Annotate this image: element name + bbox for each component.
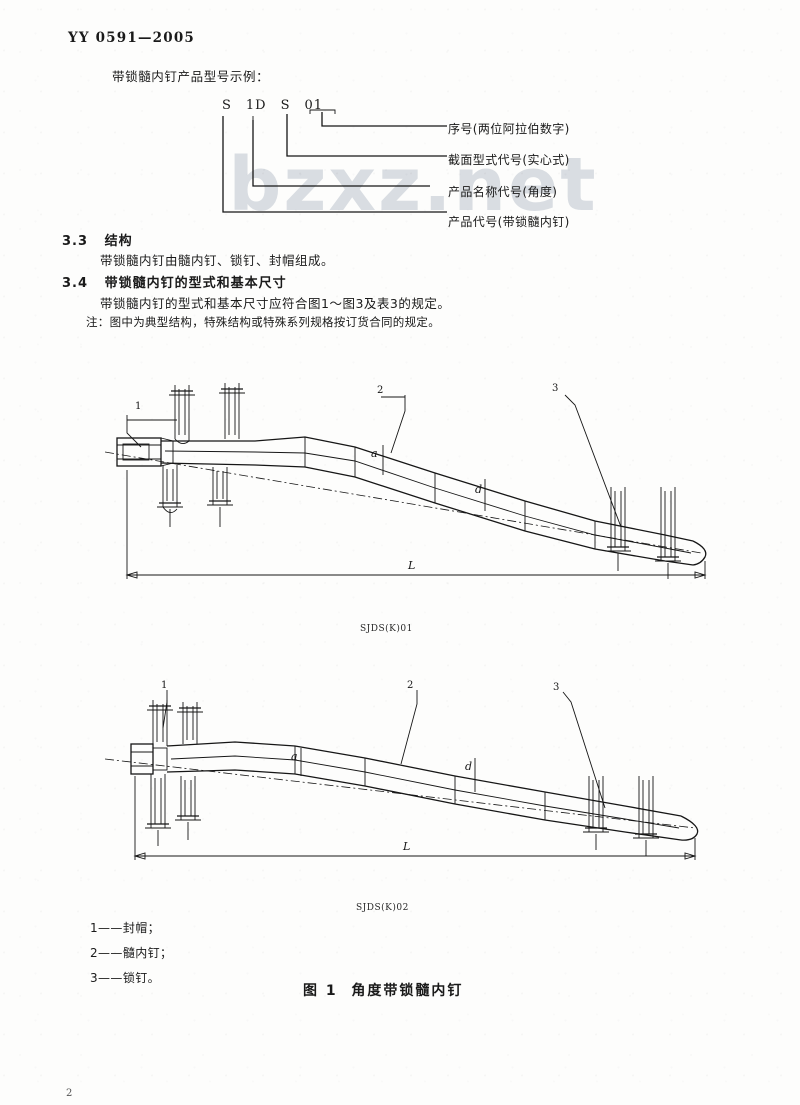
page-number: 2 bbox=[66, 1088, 73, 1099]
legend-item-3: 3——锁钉。 bbox=[90, 971, 161, 985]
section-3-3-heading: 3.3 结构 bbox=[62, 230, 133, 249]
drawing-top-code: SJDS(K)01 bbox=[360, 624, 413, 634]
legend-item-1: 1——封帽； bbox=[90, 921, 161, 935]
standard-number-header: YY 0591—2005 bbox=[68, 30, 196, 46]
model-code-row: S 1D S 01 bbox=[222, 98, 323, 113]
svg-text:2: 2 bbox=[377, 385, 383, 396]
model-code-annotation-1: 序号(两位阿拉伯数字) bbox=[448, 122, 570, 136]
svg-text:2: 2 bbox=[407, 680, 413, 691]
svg-text:a: a bbox=[371, 447, 378, 460]
section-3-3-title: 结构 bbox=[104, 234, 133, 249]
svg-text:3: 3 bbox=[552, 383, 558, 394]
section-3-4-note: 注：图中为典型结构，特殊结构或特殊系列规格按订货合同的规定。 bbox=[86, 315, 440, 329]
model-code-annotation-4: 产品代号(带锁髓内钉) bbox=[448, 215, 570, 229]
model-code-annotation-3: 产品名称代号(角度) bbox=[448, 185, 558, 199]
section-3-4-number: 3.4 bbox=[62, 276, 89, 291]
model-code-segment-3: S bbox=[280, 98, 291, 113]
section-3-4-body: 带锁髓内钉的型式和基本尺寸应符合图1～图3及表3的规定。 bbox=[100, 296, 451, 311]
technical-drawing-top: 1 bbox=[105, 383, 707, 579]
intro-line: 带锁髓内钉产品型号示例： bbox=[112, 69, 270, 84]
model-code-segment-2: 1D bbox=[245, 98, 267, 113]
svg-text:1: 1 bbox=[135, 401, 141, 412]
svg-text:3: 3 bbox=[553, 682, 559, 693]
section-3-4-title: 带锁髓内钉的型式和基本尺寸 bbox=[104, 276, 287, 291]
section-3-3-number: 3.3 bbox=[62, 234, 89, 249]
svg-text:d: d bbox=[475, 483, 482, 496]
svg-text:d: d bbox=[465, 760, 472, 773]
drawing-bottom-code: SJDS(K)02 bbox=[356, 903, 409, 913]
technical-drawing-bottom: 1 bbox=[105, 680, 699, 860]
section-3-3-body: 带锁髓内钉由髓内钉、锁钉、封帽组成。 bbox=[100, 253, 335, 268]
model-code-segment-4: 01 bbox=[304, 98, 324, 113]
model-code-leader-lines bbox=[222, 109, 447, 213]
model-code-annotation-2: 截面型式代号(实心式) bbox=[448, 153, 570, 167]
svg-text:L: L bbox=[407, 559, 415, 572]
figure-title: 图 1 角度带锁髓内钉 bbox=[303, 983, 464, 999]
svg-text:L: L bbox=[402, 840, 410, 853]
svg-text:a: a bbox=[291, 750, 298, 763]
svg-text:1: 1 bbox=[161, 680, 167, 691]
section-3-4-heading: 3.4 带锁髓内钉的型式和基本尺寸 bbox=[62, 272, 287, 291]
model-code-segment-1: S bbox=[222, 98, 232, 113]
legend-item-2: 2——髓内钉； bbox=[90, 946, 173, 960]
